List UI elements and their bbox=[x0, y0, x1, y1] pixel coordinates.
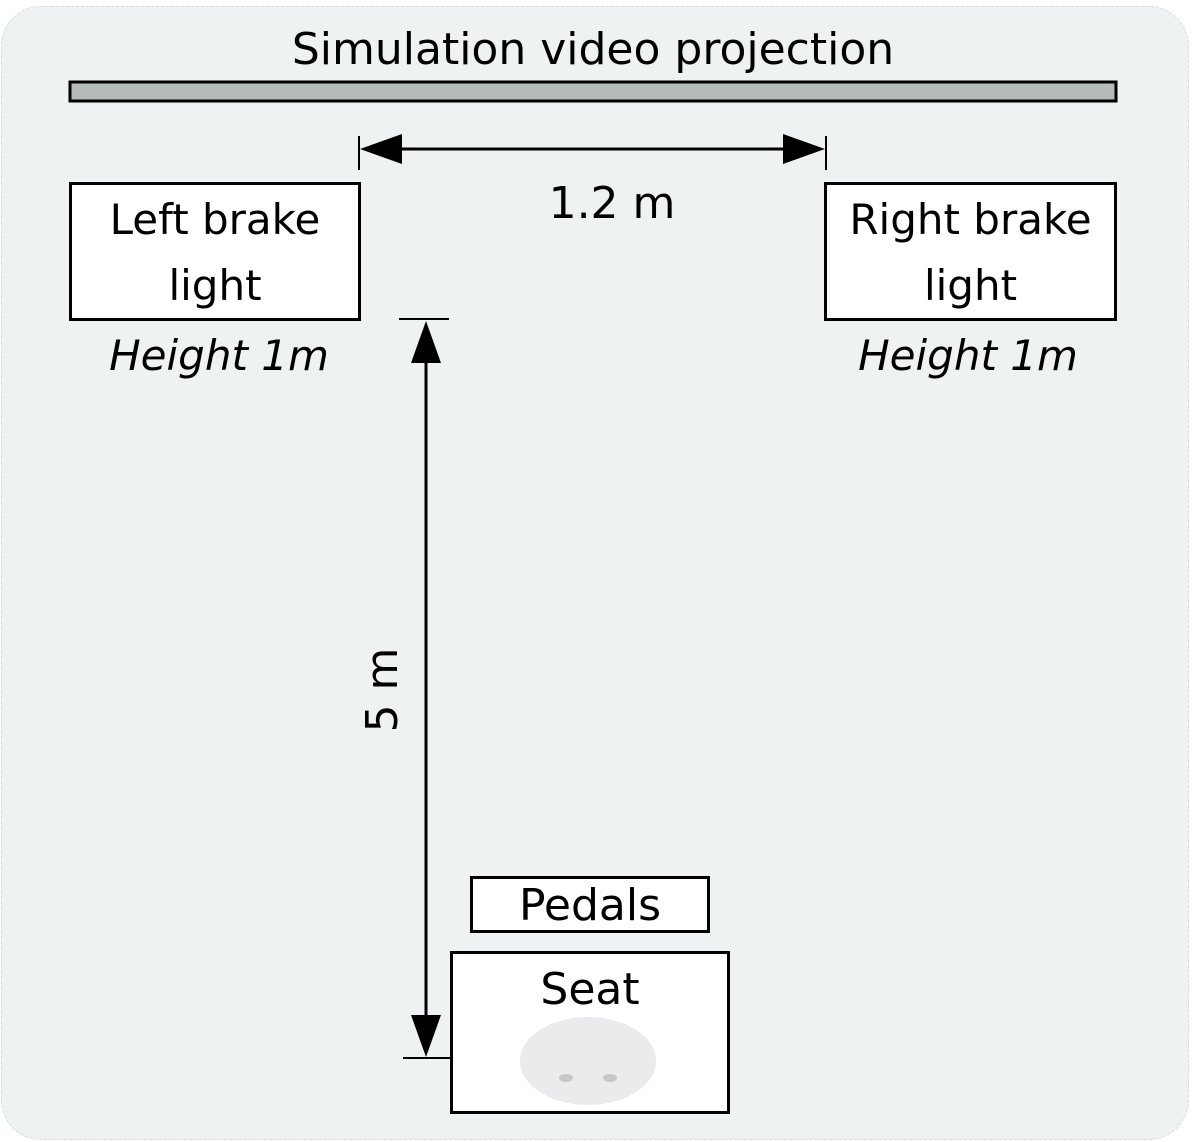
projection-screen bbox=[68, 80, 1118, 103]
distance-between-lights-label: 1.2 m bbox=[548, 178, 676, 229]
arrowhead-left bbox=[360, 134, 402, 164]
arrowhead-down bbox=[411, 1015, 441, 1057]
pedals-box: Pedals bbox=[470, 876, 710, 933]
distance-to-seat-label: 5 m bbox=[357, 647, 408, 733]
occupant-right-eye-icon bbox=[603, 1074, 617, 1082]
left-brake-light-label-line2: light bbox=[168, 261, 262, 310]
occupant-head-icon bbox=[520, 1017, 656, 1105]
seat-occupant-graphic bbox=[520, 1017, 656, 1105]
seat-box: Seat bbox=[450, 951, 730, 1114]
right-brake-light-label-line1: Right brake bbox=[849, 195, 1092, 244]
projection-title: Simulation video projection bbox=[291, 24, 895, 75]
arrowhead-up bbox=[411, 321, 441, 363]
left-brake-light-box: Left brake light bbox=[69, 182, 361, 321]
left-light-height-note: Height 1m bbox=[109, 331, 329, 380]
occupant-left-eye-icon bbox=[559, 1074, 573, 1082]
right-brake-light-label-line2: light bbox=[923, 261, 1018, 310]
seat-label: Seat bbox=[540, 964, 640, 1015]
arrowhead-right bbox=[783, 134, 825, 164]
right-light-height-note: Height 1m bbox=[858, 331, 1078, 380]
left-brake-light-label-line1: Left brake bbox=[109, 195, 321, 244]
right-brake-light-box: Right brake light bbox=[824, 182, 1117, 321]
pedals-label: Pedals bbox=[518, 880, 662, 931]
